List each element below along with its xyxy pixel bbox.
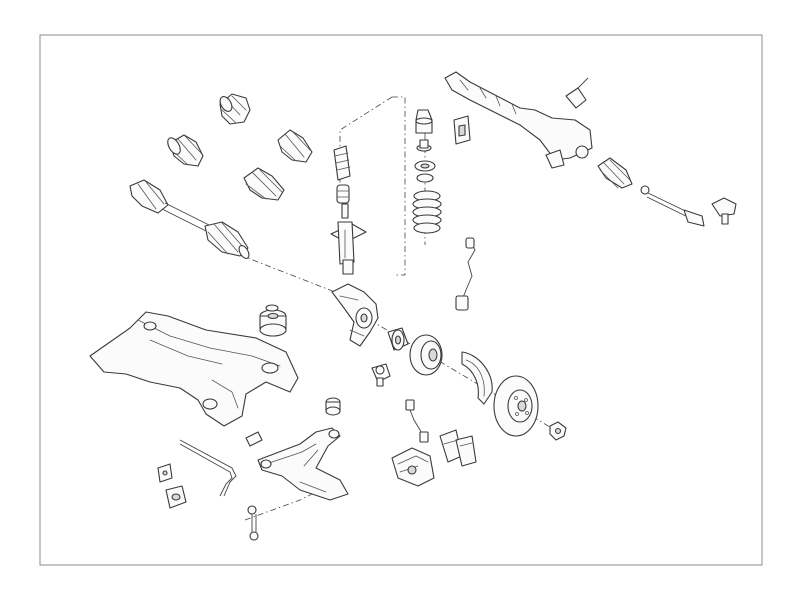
drive-shaft-cv-boot-right (243, 167, 285, 201)
strut-dust-cover (333, 145, 351, 181)
driveshaft-knuckle-leader (239, 254, 336, 293)
strut-bearing (414, 160, 436, 183)
drive-shaft-boot-kit-upper (219, 93, 251, 125)
subframe (89, 311, 299, 427)
stabilizer-link-leader (244, 484, 331, 521)
steering-rack (444, 71, 593, 169)
abs-sensor (455, 237, 476, 311)
brake-disc (493, 375, 539, 437)
steering-knuckle (331, 283, 379, 347)
drive-shaft-cv-boot-left (277, 129, 313, 163)
brake-caliper (391, 447, 435, 487)
stabilizer-bar (179, 439, 237, 497)
drive-shaft (129, 179, 250, 259)
wheel-hub (409, 334, 443, 376)
brake-dust-shield (461, 351, 493, 405)
tie-rod-inner (640, 185, 705, 227)
subframe-mount-bushing (259, 304, 287, 337)
lower-control-arm (257, 427, 349, 501)
drive-shaft-boot-kit-lower (167, 134, 204, 167)
stabilizer-link (247, 505, 259, 541)
diagram-frame (39, 34, 763, 566)
tie-rod-boot (597, 157, 633, 189)
strut-bump-stop (336, 184, 350, 204)
stabilizer-bar-bushing-clamp (157, 463, 173, 483)
hub-nut (549, 421, 567, 441)
coil-spring (412, 190, 442, 234)
control-arm-bushing (245, 397, 341, 447)
brake-pads (439, 429, 477, 467)
strut-bracket-leader (392, 96, 406, 276)
tie-rod-end (711, 197, 737, 225)
wheel-hub-bearing (387, 327, 409, 351)
shock-absorber (330, 203, 367, 275)
stabilizer-bushing-top (453, 115, 471, 145)
stabilizer-bar-bushing (165, 485, 187, 509)
strut-top-mount (415, 109, 433, 152)
ball-joint (371, 363, 391, 387)
brake-hose (405, 399, 429, 443)
